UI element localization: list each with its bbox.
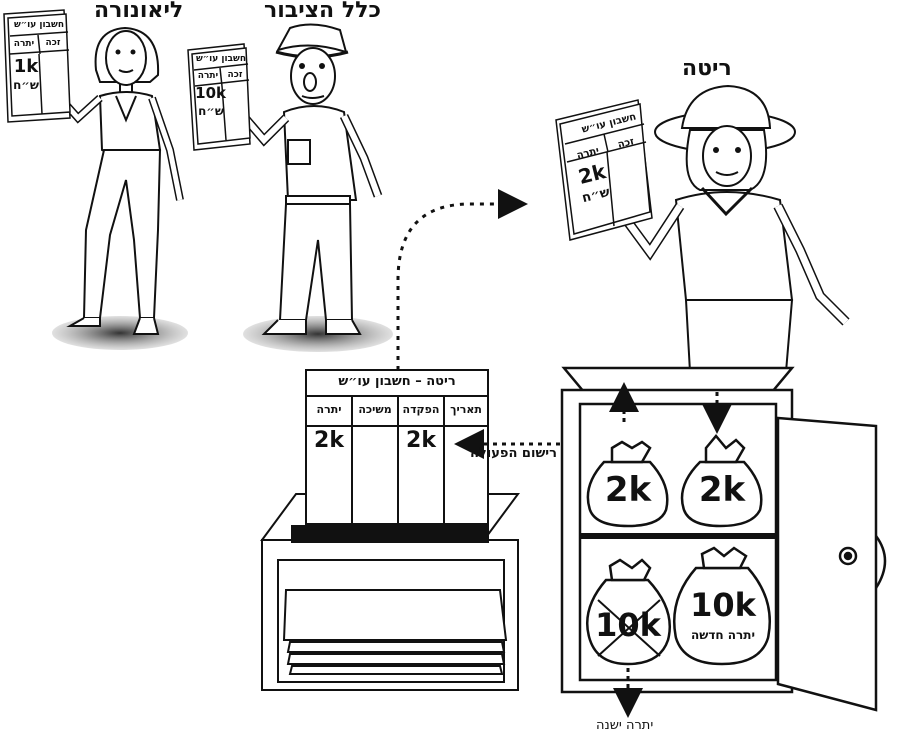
- money-bag: [680, 434, 763, 528]
- leonora-sheet-balance: יתרה: [13, 39, 35, 49]
- rita-name: ריטה: [682, 56, 732, 81]
- ledger-col-balance: יתרה: [316, 403, 342, 416]
- ledger-col-deposit: הפקדה: [402, 403, 440, 416]
- bag-amount-crossed: 10k: [595, 606, 661, 644]
- public-sheet-amount: 10k: [195, 84, 226, 102]
- leonora-sheet-amount: 1k: [13, 56, 39, 77]
- ledger-col-withdrawal: משיכה: [358, 403, 392, 416]
- public-sheet-credit: זכה: [227, 70, 243, 80]
- leonora-sheet-credit: זכה: [45, 38, 61, 48]
- transaction-label: רישום הפעולה: [470, 446, 557, 461]
- public-account-sheet: [187, 43, 251, 151]
- leonora-figure: [52, 26, 188, 350]
- ledger-printer: [260, 493, 520, 691]
- ledger-deposit-value: 2k: [406, 428, 436, 453]
- bag-amount: 10k: [690, 586, 756, 624]
- money-bag: [586, 558, 672, 666]
- leonora-account-sheet: [3, 9, 71, 123]
- leonora-name: ליאונורה: [94, 0, 184, 23]
- bag-caption: יתרה חדשה: [690, 628, 756, 642]
- flow-arrow-ledger-to-rita: [396, 189, 528, 370]
- money-bag: [586, 440, 669, 528]
- money-bag: [672, 546, 772, 666]
- rita-figure: [623, 84, 850, 373]
- public-sheet-title: חשבון עו״ש: [195, 54, 247, 64]
- leonora-sheet-currency: ש״ח: [13, 78, 39, 92]
- bag-amount: 2k: [604, 470, 652, 510]
- leonora-sheet-title: חשבון עו״ש: [13, 20, 65, 30]
- old-balance-label: יתרה ישנה: [596, 718, 654, 733]
- rita-account-sheet: [555, 99, 653, 241]
- public-sheet-currency: ש״ח: [198, 104, 224, 118]
- bag-amount: 2k: [698, 470, 746, 510]
- public-sheet-balance: יתרה: [197, 71, 219, 81]
- ledger-sheet: [305, 369, 489, 525]
- ledger-col-date: תאריך: [450, 403, 482, 416]
- ledger-balance-value: 2k: [314, 428, 344, 453]
- ledger-title: ריטה – חשבון עו״ש: [338, 374, 456, 389]
- public-name: כלל הציבור: [264, 0, 381, 23]
